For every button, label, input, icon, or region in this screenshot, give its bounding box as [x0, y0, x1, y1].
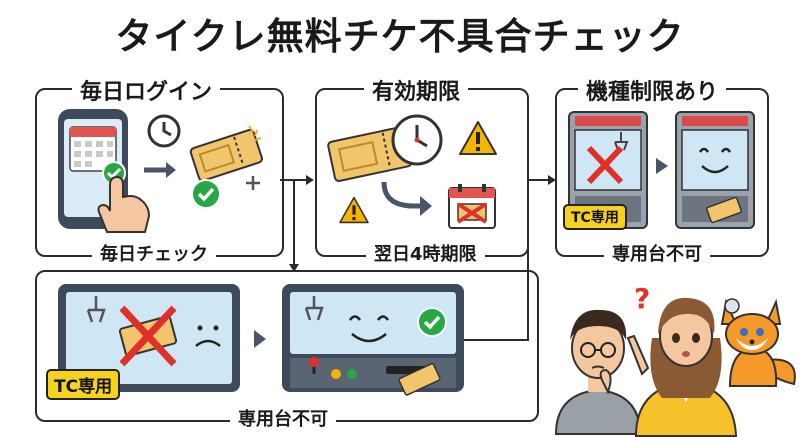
phone-calendar-icon — [58, 109, 151, 233]
svg-text:?: ? — [634, 282, 650, 315]
expiry-caption: 翌日4時期限 — [366, 240, 485, 266]
arrow-right-icon — [144, 162, 176, 178]
ticket-clock-icon — [327, 114, 443, 182]
calendar-icon — [448, 184, 496, 229]
boy-character — [554, 309, 642, 435]
daily-login-caption: 毎日チェック — [92, 240, 216, 266]
ticket-icon — [189, 125, 263, 182]
arrow-right-icon-2 — [656, 158, 668, 174]
clock-icon — [147, 114, 181, 148]
machine-limit-caption: 専用台不可 — [604, 240, 710, 266]
crane-machine-happy — [675, 111, 755, 229]
machine-limit-badge: TC専用 — [563, 204, 627, 230]
girl-character — [626, 297, 738, 437]
connector-arrows — [280, 175, 314, 272]
fox-mascot-icon — [720, 298, 796, 387]
happy-machine — [282, 284, 464, 396]
arrow-right-icon-3 — [254, 330, 266, 348]
blocked-screen — [58, 284, 240, 392]
warning-icon-small — [339, 196, 369, 224]
machine-limit-heading: 機種制限あり — [578, 74, 727, 106]
page-title: タイクレ無料チケ不具合チェック — [115, 15, 685, 58]
plus-icon — [246, 176, 260, 190]
curved-arrow-icon — [381, 181, 432, 216]
expiry-heading: 有効期限 — [364, 74, 469, 106]
bottom-caption: 専用台不可 — [230, 405, 336, 431]
warning-icon — [459, 121, 497, 155]
check-icon — [191, 179, 221, 209]
bottom-badge: TC専用 — [46, 369, 121, 400]
question-mark-icon: ? — [634, 282, 650, 315]
daily-login-heading: 毎日ログイン — [72, 74, 221, 106]
connector-line — [464, 175, 556, 341]
